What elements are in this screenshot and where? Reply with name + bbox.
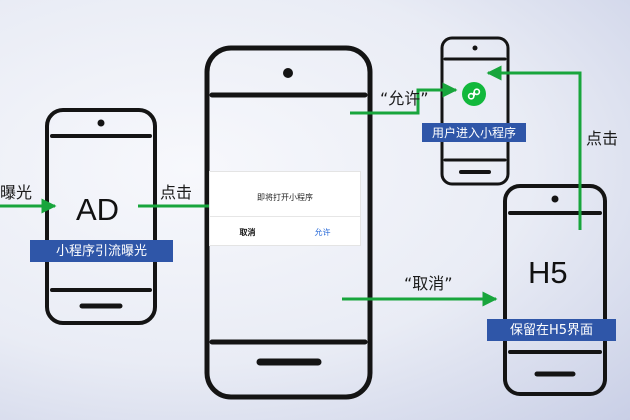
- dialog-title: 即将打开小程序: [257, 193, 313, 202]
- ad-screen-text: AD: [76, 192, 120, 227]
- ad-phone: [45, 108, 157, 325]
- dialog-divider: [210, 216, 360, 217]
- stay-h5-box: 保留在H5界面: [487, 319, 616, 341]
- h5-phone: [503, 184, 607, 396]
- allow-label: “允许”: [380, 89, 429, 108]
- enter-mini-program-box: 用户进入小程序: [422, 123, 526, 142]
- click-ad-label: 点击: [160, 183, 193, 202]
- arrow-allow: [350, 82, 458, 115]
- mini-program-exposure-box: 小程序引流曝光: [30, 240, 173, 262]
- mini-program-glyph: [467, 88, 481, 100]
- click-back-label: 点击: [586, 129, 619, 148]
- h5-screen-text: H5: [528, 255, 568, 290]
- dialog-allow-button[interactable]: 允许: [314, 228, 331, 237]
- mini-program-icon: [462, 82, 486, 106]
- dialog-cancel-button[interactable]: 取消: [239, 228, 256, 237]
- mini-program-phone: [440, 36, 510, 186]
- exposure-label: 曝光: [0, 183, 33, 202]
- cancel-label: “取消”: [404, 274, 453, 293]
- center-phone: [204, 45, 373, 400]
- flow-arrows: [0, 65, 582, 307]
- arrow-click-back: [486, 65, 582, 230]
- open-mini-program-dialog: 即将打开小程序 取消 允许: [210, 172, 360, 245]
